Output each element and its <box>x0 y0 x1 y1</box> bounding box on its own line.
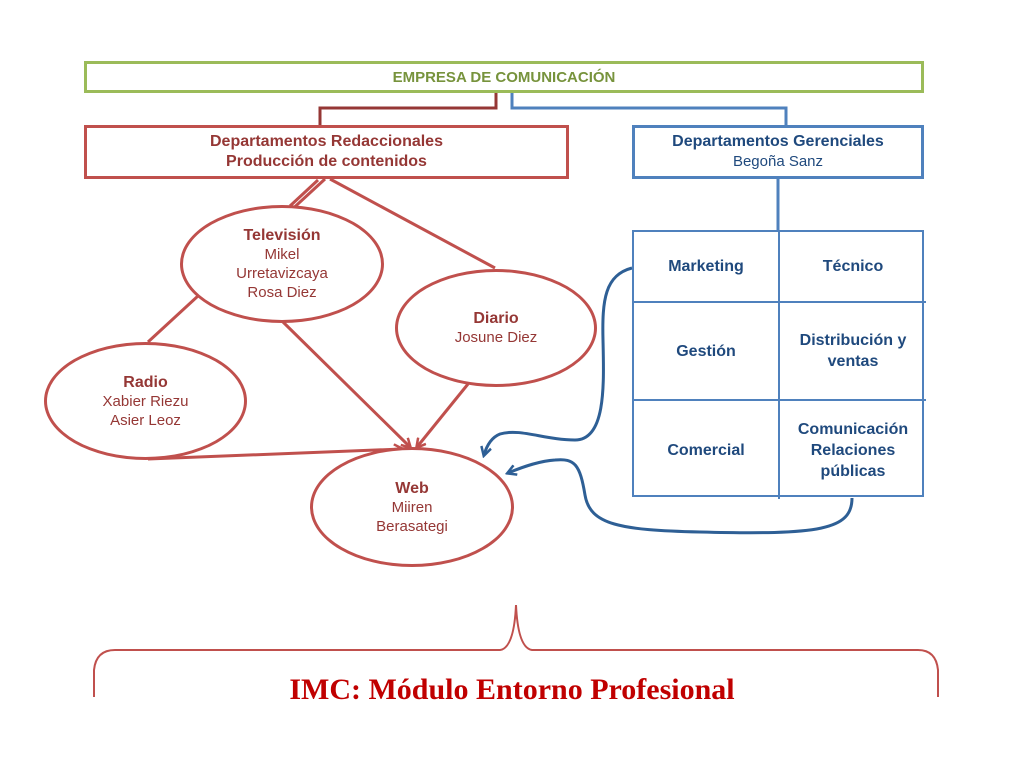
web-person: Berasategi <box>376 517 448 535</box>
radio-to-web-arrow <box>147 449 402 461</box>
management-title: Departamentos Gerenciales <box>672 133 884 150</box>
radio-person: Asier Leoz <box>110 411 181 429</box>
management-departments-box: Departamentos Gerenciales Begoña Sanz <box>632 125 924 179</box>
dept-gestion: Gestión <box>634 303 780 401</box>
dept-comunicacion: Comunicación Relaciones públicas <box>797 420 909 480</box>
television-person: Mikel <box>264 246 300 263</box>
diario-node: Diario Josune Diez <box>395 269 597 387</box>
bottom-brace <box>93 604 939 697</box>
editorial-to-television-line <box>288 178 320 208</box>
diario-to-web-arrow <box>417 383 470 447</box>
editorial-to-diario-line <box>329 177 496 270</box>
web-node: Web Miiren Berasategi <box>310 447 514 567</box>
dept-distribucion-ventas: Distribución y ventas <box>780 303 926 401</box>
diario-name: Diario <box>473 310 519 327</box>
diario-person: Josune Diez <box>454 329 538 346</box>
television-node: Televisión Mikel Urretavizcaya Rosa Diez <box>180 205 384 323</box>
footer-title: IMC: Módulo Entorno Profesional <box>289 673 735 706</box>
radio-node: Radio Xabier Riezu Asier Leoz <box>44 342 247 460</box>
comunicacion-to-web-arrow <box>508 458 854 535</box>
dept-tecnico: Técnico <box>780 232 926 303</box>
management-person: Begoña Sanz <box>732 153 824 170</box>
dept-comercial: Comercial <box>634 401 780 499</box>
radio-person: Xabier Riezu <box>102 392 189 410</box>
television-person: Urretavizcaya <box>236 265 328 282</box>
editorial-departments-box: Departamentos Redaccionales Producción d… <box>84 125 569 179</box>
management-departments-grid: Marketing Técnico Gestión Distribución y… <box>632 230 926 499</box>
company-title: EMPRESA DE COMUNICACIÓN <box>392 68 616 86</box>
company-to-management-connector <box>510 93 788 125</box>
television-person: Rosa Diez <box>247 284 317 301</box>
dept-marketing: Marketing <box>634 232 780 303</box>
editorial-title: Departamentos Redaccionales <box>210 133 443 150</box>
web-person: Miiren <box>391 498 433 516</box>
company-to-editorial-connector <box>318 93 498 125</box>
marketing-to-web-arrow <box>484 266 633 455</box>
television-to-web-arrow <box>281 320 410 447</box>
radio-name: Radio <box>123 373 168 391</box>
web-name: Web <box>395 479 429 497</box>
company-box: EMPRESA DE COMUNICACIÓN <box>84 61 924 93</box>
editorial-subtitle: Producción de contenidos <box>226 153 427 170</box>
television-name: Televisión <box>243 227 321 244</box>
